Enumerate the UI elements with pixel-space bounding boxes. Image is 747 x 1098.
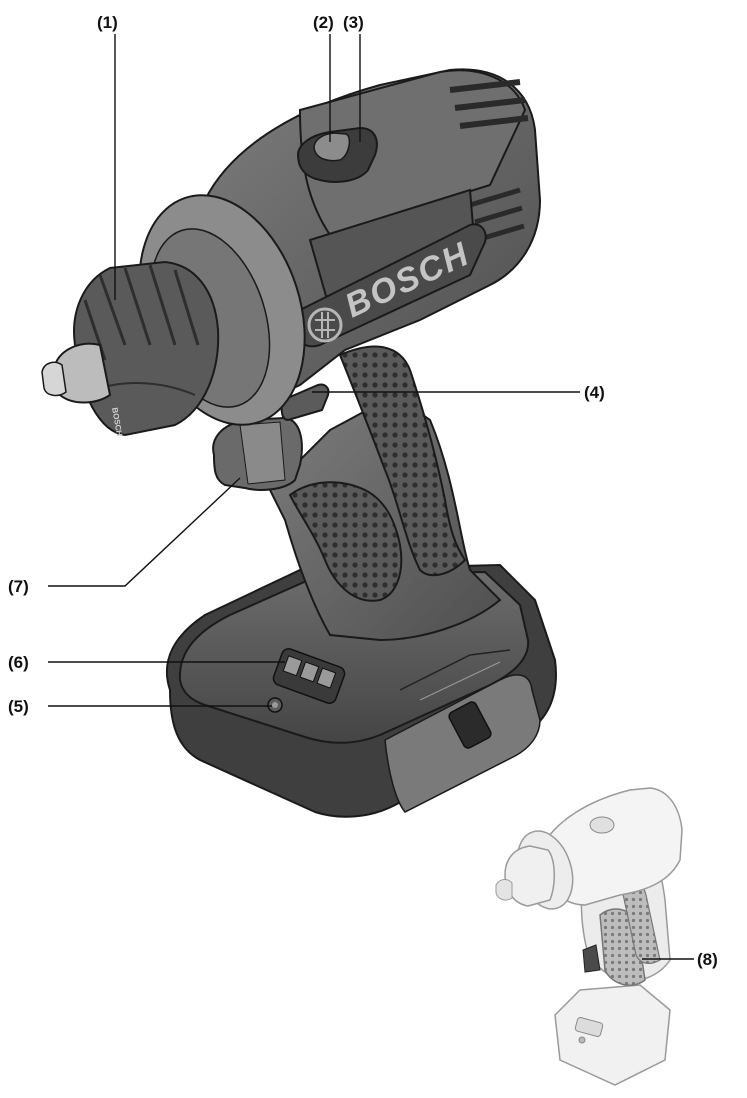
handle	[268, 345, 502, 642]
callout-label-7: (7)	[8, 577, 29, 596]
gear-selector	[296, 126, 378, 183]
callout-label-1: (1)	[97, 13, 118, 32]
callout-label-2: (2)	[313, 13, 334, 32]
drill-thumbnail	[495, 787, 683, 1086]
vent-slots	[449, 79, 529, 242]
callout-label-3: (3)	[343, 13, 364, 32]
callout-label-5: (5)	[8, 697, 29, 716]
battery-pack	[165, 563, 557, 818]
callout-5: (5)	[8, 697, 272, 716]
keyless-chuck: BOSCH	[41, 260, 220, 437]
callout-6: (6)	[8, 653, 285, 672]
callout-label-6: (6)	[8, 653, 29, 672]
leader-line-7	[48, 477, 241, 587]
callout-label-8: (8)	[697, 950, 718, 969]
trigger	[212, 416, 303, 491]
drill-main: BOSCH BOSCH	[41, 68, 557, 818]
callout-4: (4)	[312, 383, 605, 402]
charge-button	[267, 697, 283, 713]
callout-label-4: (4)	[584, 383, 605, 402]
chuck-nose	[41, 342, 112, 404]
bosch-armature-logo	[307, 307, 343, 343]
callout-2: (2)	[313, 13, 334, 142]
callout-1: (1)	[97, 13, 118, 300]
callout-3: (3)	[343, 13, 364, 142]
rotation-switch	[280, 383, 330, 422]
callout-7: (7)	[8, 477, 241, 596]
callout-8: (8)	[642, 950, 718, 969]
charge-indicator	[272, 648, 346, 704]
